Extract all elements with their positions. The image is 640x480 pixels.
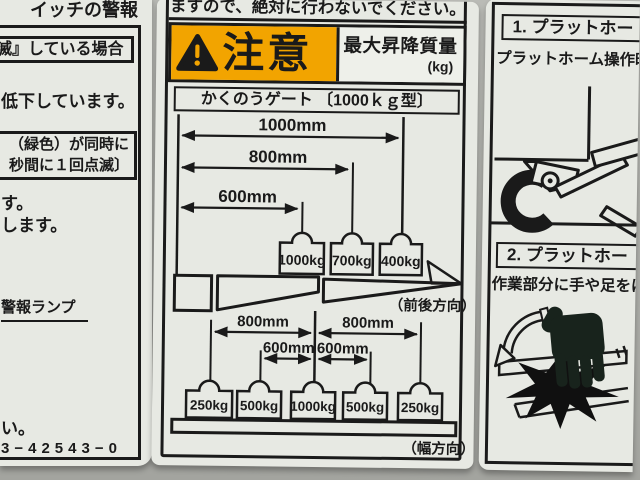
left-line-i: い。 xyxy=(1,419,35,438)
pinch-hand-icon xyxy=(541,306,605,389)
width-caption: （幅方向） xyxy=(402,439,475,458)
pinch-hazard-icon xyxy=(493,306,629,430)
platform-section xyxy=(172,273,214,313)
svg-text:500kg: 500kg xyxy=(346,399,384,414)
front-rear-texts: 1000mm 800mm 600mm 1000kg 700kg 400kg （前… xyxy=(218,115,476,315)
platform-wedge-1 xyxy=(215,274,321,312)
vibration-marks-icon xyxy=(615,345,628,359)
left-title-fragment: イッチの警報 xyxy=(30,0,138,20)
warning-lamp-label: 警報ランプ xyxy=(1,296,88,322)
center-caution-label: ますので、絶対に行わないでください。 注意 最大昇降質量 (kg) かくのうゲー… xyxy=(151,0,479,469)
width-direction-diagram xyxy=(170,310,458,438)
svg-text:250kg: 250kg xyxy=(190,397,228,412)
svg-text:400kg: 400kg xyxy=(381,253,421,269)
load-capacity-diagram: 1000mm 800mm 600mm 1000kg 700kg 400kg （前… xyxy=(170,114,476,458)
left-line-shimasu: します。 xyxy=(1,216,68,235)
section2-heading-box: 2. プラットホー xyxy=(495,241,640,271)
width-direction-texts: 800mm 800mm 600mm 600mm 250kg 500kg 1000… xyxy=(190,313,475,458)
max-mass-unit: (kg) xyxy=(427,58,454,75)
dimension-arrow-800mm xyxy=(180,162,350,175)
svg-text:600mm: 600mm xyxy=(218,187,277,207)
left-box-green-lamp: （緑色）が同時に 秒間に１回点滅〕 xyxy=(0,131,137,180)
front-rear-caption: （前後方向） xyxy=(389,296,476,315)
svg-text:1000kg: 1000kg xyxy=(290,399,336,415)
dimension-arrow-left-600mm xyxy=(263,353,312,365)
dimension-arrow-right-800mm xyxy=(317,327,419,340)
left-line-lowered: 低下しています。 xyxy=(1,92,135,111)
svg-text:800mm: 800mm xyxy=(249,147,308,167)
warning-triangle-icon xyxy=(176,34,219,72)
weight-icons-width xyxy=(184,379,444,422)
right-label: 1. プラットホー プラットホーム操作時 2. プラットホー 作業部分に手や足を… xyxy=(478,0,640,473)
section1-heading-box: 1. プラットホー xyxy=(501,14,640,43)
platform-bar xyxy=(170,417,458,438)
left-line-su: す。 xyxy=(1,194,34,213)
left-box2-line2: 秒間に１回点滅〕 xyxy=(8,157,129,174)
svg-text:600mm: 600mm xyxy=(317,340,369,358)
max-mass-box: 最大昇降質量 (kg) xyxy=(335,27,464,83)
svg-text:800mm: 800mm xyxy=(342,314,394,332)
svg-text:700kg: 700kg xyxy=(332,252,372,268)
platform-wedge-2 xyxy=(321,277,464,304)
front-rear-diagram xyxy=(172,114,464,313)
svg-text:500kg: 500kg xyxy=(240,398,278,413)
section2-body-text: 作業部分に手や足をは xyxy=(491,275,640,296)
caution-banner-orange: 注意 xyxy=(171,25,337,82)
left-box2-line1: （緑色）が同時に xyxy=(8,136,129,153)
max-mass-title: 最大昇降質量 xyxy=(343,34,458,57)
dimension-arrow-left-800mm xyxy=(213,326,313,339)
caution-word: 注意 xyxy=(222,28,313,77)
dimension-arrow-600mm xyxy=(180,202,299,215)
dimension-arrow-right-600mm xyxy=(317,353,368,365)
caution-banner: 注意 最大昇降質量 (kg) xyxy=(167,22,467,86)
tail-lift-mechanism-icon xyxy=(490,86,639,238)
svg-text:600mm: 600mm xyxy=(263,339,315,357)
left-box-blinking-case: 滅』している場合 xyxy=(0,36,134,63)
left-label-border xyxy=(0,25,141,460)
platform-tip-flap xyxy=(426,260,463,286)
svg-text:800mm: 800mm xyxy=(237,313,289,331)
dimension-arrow-1000mm xyxy=(181,130,400,144)
svg-text:1000mm: 1000mm xyxy=(258,115,326,135)
svg-text:250kg: 250kg xyxy=(401,400,439,415)
svg-text:1000kg: 1000kg xyxy=(278,252,326,269)
weight-icons-front-rear xyxy=(278,231,424,277)
part-number: 3−42543−0 xyxy=(1,440,122,457)
left-label: イッチの警報 滅』している場合 低下しています。 （緑色）が同時に 秒間に１回点… xyxy=(0,0,152,466)
